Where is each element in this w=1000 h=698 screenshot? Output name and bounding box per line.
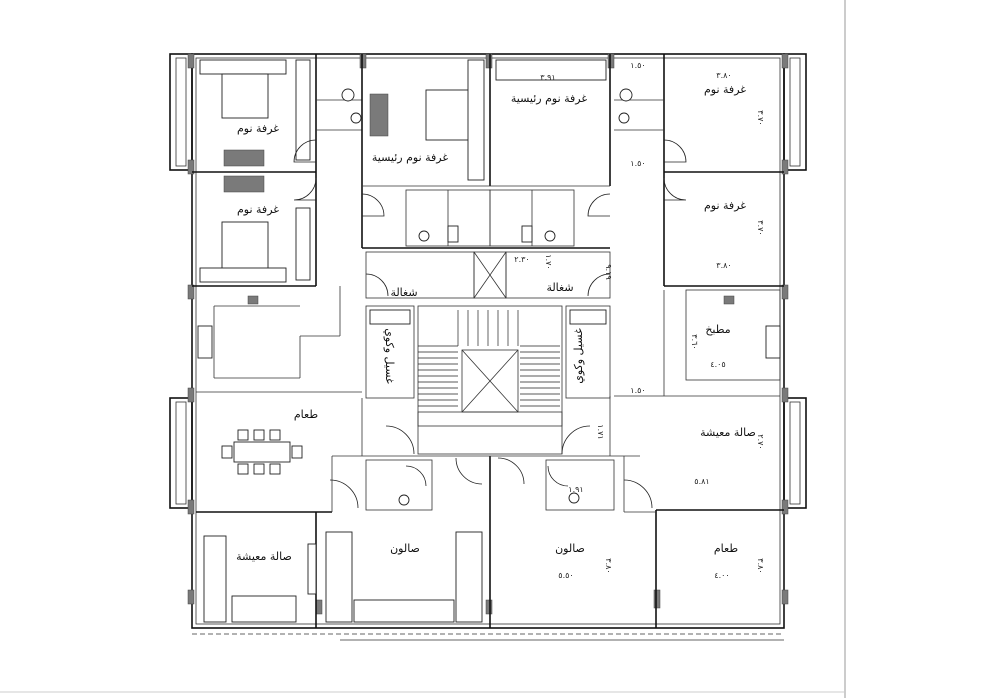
dim-150-a: ١.٥٠	[630, 61, 645, 70]
dim-581: ٥.٨١	[694, 477, 709, 486]
master-bedroom-l-label: غرفة نوم رئيسية	[372, 151, 448, 164]
kitchen-r-label: مطبخ	[705, 323, 730, 336]
salon-l-label: صالون	[390, 542, 420, 555]
dim-150-c: ١.٥٠	[630, 386, 645, 395]
dim-150-b: ١.٥٠	[630, 159, 645, 168]
dim-919: ٩.١٩	[604, 264, 613, 279]
dim-380-a: ٣.٨٠	[716, 71, 731, 80]
dim-171: ١.٧١	[596, 424, 605, 439]
bedroom-tr2-label: غرفة نوم	[704, 199, 746, 212]
bedroom-tr1-label: غرفة نوم	[704, 83, 746, 96]
laundry-r-label: شغالة	[546, 281, 573, 294]
bedroom-tl1-label: غرفة نوم	[237, 122, 279, 135]
dim-391: ٣.٩١	[540, 73, 555, 82]
living-bl-label: صالة معيشة	[236, 550, 292, 563]
side-balconies	[169, 53, 807, 615]
doors	[293, 139, 687, 509]
laundry-l-label: شغالة	[390, 286, 417, 299]
dim-370-b: ٣.٧٠	[756, 220, 765, 235]
dim-380-b: ٣.٨٠	[716, 261, 731, 270]
dining-br-label: طعام	[714, 542, 738, 555]
dim-270: ٢.٧٠	[756, 434, 765, 449]
dim-230: ٢.٣٠	[514, 255, 529, 264]
dim-380-c: ٣.٨٠	[604, 558, 613, 573]
dim-170: ١.٧٠	[544, 254, 553, 269]
dining-l-label: طعام	[294, 408, 318, 421]
dim-360: ٣.٦٠	[690, 334, 699, 349]
dim-405: ٤.٠٥	[710, 360, 725, 369]
dim-550: ٥.٥٠	[558, 571, 573, 580]
wash-r-label: غسيل وكوي	[572, 328, 585, 384]
wash-l-label: غسيل وكوي	[383, 328, 396, 384]
dim-370-a: ٣.٧٠	[756, 110, 765, 125]
dim-380-d: ٣.٨٠	[756, 558, 765, 573]
dimension-labels: ٣.٩١ ٣.٨٠ ٣.٨٠ ٣.٧٠ ٣.٧٠ ١.٥٠ ١.٥٠ ١.٥٠ …	[514, 61, 765, 580]
dim-191: ١.٩١	[568, 485, 583, 494]
stairwell	[417, 305, 563, 455]
salon-r-label: صالون	[555, 542, 585, 555]
master-bedroom-r-label: غرفة نوم رئيسية	[511, 92, 587, 105]
bedroom-tl2-label: غرفة نوم	[237, 203, 279, 216]
dim-400: ٤.٠٠	[714, 571, 729, 580]
living-r-label: صالة معيشة	[700, 426, 756, 439]
furniture	[197, 59, 781, 623]
room-labels: غرفة نوم غرفة نوم غرفة نوم رئيسية غرفة ن…	[236, 83, 756, 563]
